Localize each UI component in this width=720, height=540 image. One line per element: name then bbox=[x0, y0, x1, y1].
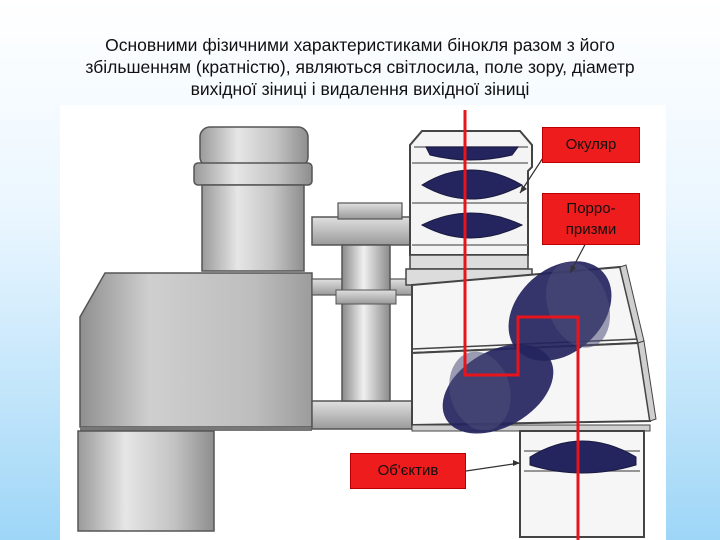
porro-prisms-label-line-2: призми bbox=[565, 221, 617, 238]
objective-housing bbox=[519, 430, 645, 538]
eyepiece-label-text: Окуляр bbox=[565, 136, 617, 153]
caption-line-2: збільшенням (кратністю), являються світл… bbox=[85, 57, 635, 77]
slide-caption: Основними фізичними характеристиками бін… bbox=[20, 34, 700, 100]
eyepiece-label: Окуляр bbox=[542, 127, 640, 163]
binocular-drawing bbox=[77, 110, 657, 540]
eyepiece-lenses bbox=[420, 146, 524, 239]
objective-label: Об'єктив bbox=[350, 453, 466, 489]
objective-label-text: Об'єктив bbox=[377, 462, 439, 479]
binocular-diagram: Окуляр Порро- призми Об'єктив bbox=[60, 105, 666, 540]
left-main-body bbox=[77, 272, 313, 532]
optical-axis bbox=[463, 110, 580, 540]
left-eyepiece-tube bbox=[193, 126, 313, 272]
caption-line-1: Основними фізичними характеристиками бін… bbox=[105, 35, 615, 55]
porro-prisms-label-line-1: Порро- bbox=[566, 200, 616, 217]
hinge-bridge bbox=[311, 202, 413, 430]
porro-prisms-label: Порро- призми bbox=[542, 193, 640, 245]
caption-line-3: вихідної зіниці і видалення вихідної зін… bbox=[190, 79, 530, 99]
